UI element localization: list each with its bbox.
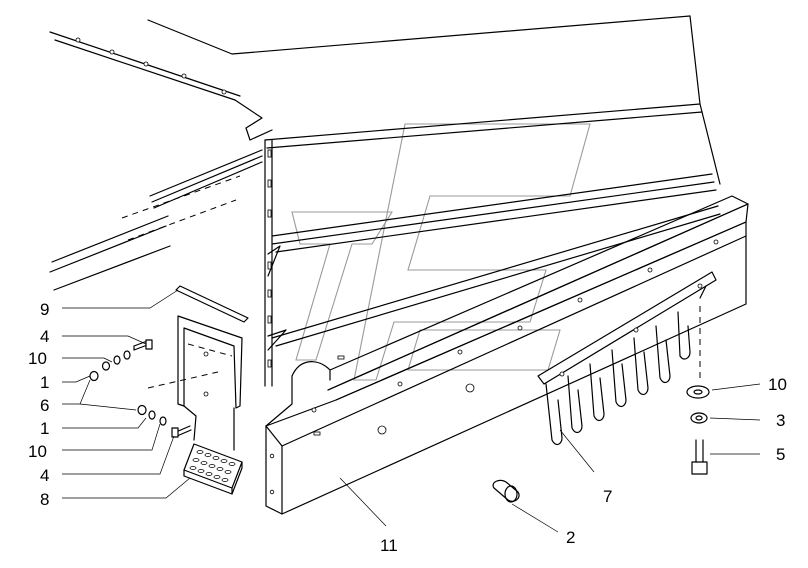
leader-lines bbox=[62, 289, 761, 533]
callout-5: 5 bbox=[776, 445, 785, 464]
left-hardware bbox=[89, 339, 192, 438]
watermark-logo bbox=[291, 123, 591, 381]
main-side-panel bbox=[264, 103, 721, 387]
right-hardware bbox=[686, 306, 710, 475]
callout-4-lower: 4 bbox=[40, 466, 49, 485]
callout-10-lower: 10 bbox=[28, 442, 47, 461]
part-7-mud-flap bbox=[537, 271, 717, 446]
roof-panel bbox=[49, 15, 721, 185]
callout-8: 8 bbox=[40, 490, 49, 509]
part-9-strap bbox=[175, 285, 249, 323]
part-8-step-plate bbox=[183, 443, 243, 495]
callout-labels: 9 4 10 1 6 1 10 4 8 10 3 5 7 2 11 bbox=[28, 300, 787, 555]
callout-3: 3 bbox=[776, 411, 785, 430]
callout-7: 7 bbox=[603, 487, 612, 506]
callout-2: 2 bbox=[566, 528, 575, 547]
body-side bbox=[49, 149, 263, 291]
callout-10-upper: 10 bbox=[28, 349, 47, 368]
part-11-lower-rail bbox=[265, 195, 749, 515]
callout-9: 9 bbox=[40, 300, 49, 319]
callout-1-lower: 1 bbox=[40, 419, 49, 438]
callout-11: 11 bbox=[380, 536, 398, 555]
part-2-plug bbox=[492, 479, 520, 503]
step-bracket bbox=[147, 315, 243, 451]
callout-1-upper: 1 bbox=[40, 373, 49, 392]
callout-10-right: 10 bbox=[768, 375, 787, 394]
callout-6: 6 bbox=[40, 396, 49, 415]
callout-4-upper: 4 bbox=[40, 327, 49, 346]
